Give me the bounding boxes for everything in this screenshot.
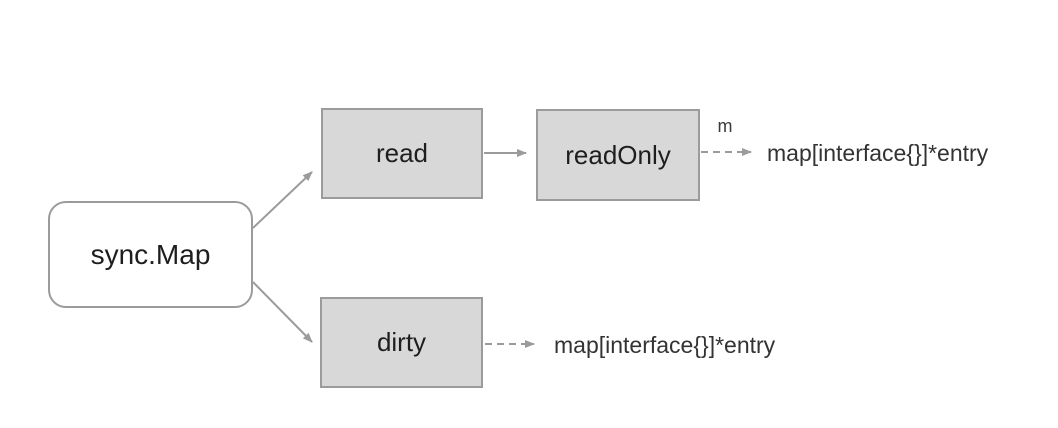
- annotation-dirty-map-type: map[interface{}]*entry: [554, 332, 776, 358]
- node-dirty: dirty: [320, 297, 483, 388]
- edge-label-m: m: [717, 116, 733, 136]
- node-sync-map: sync.Map: [48, 201, 253, 308]
- node-read-label: read: [375, 138, 429, 168]
- node-read: read: [321, 108, 483, 199]
- node-sync-map-label: sync.Map: [90, 238, 211, 270]
- node-readonly-label: readOnly: [565, 139, 671, 170]
- edge-syncmap-to-dirty: [252, 281, 313, 343]
- node-readonly: readOnly: [536, 109, 700, 201]
- node-dirty-label: dirty: [376, 327, 427, 357]
- edge-syncmap-to-read: [252, 171, 313, 229]
- annotation-readonly-map-type: map[interface{}]*entry: [767, 140, 989, 166]
